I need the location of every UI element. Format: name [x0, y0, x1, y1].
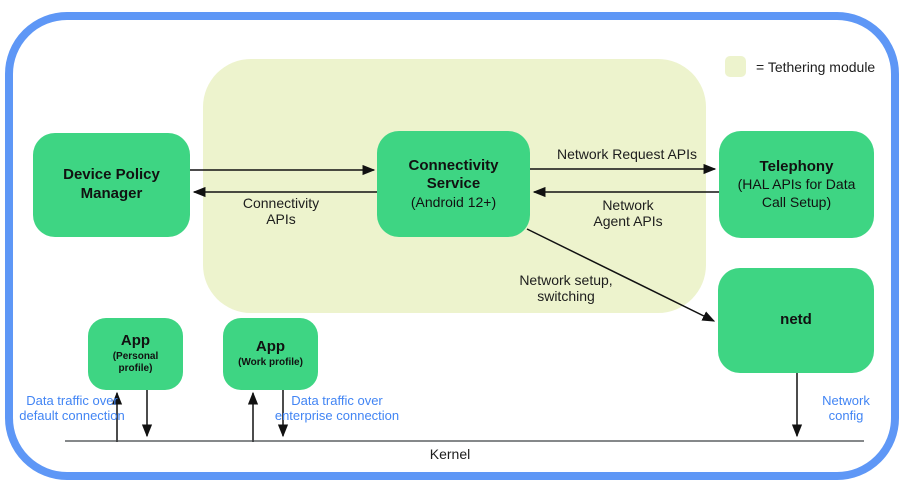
kernel-label: Kernel [429, 446, 471, 462]
arrow-connectivity-to-netd [526, 228, 716, 322]
node-title: App [120, 332, 151, 350]
node-subtitle: (Personal profile) [112, 350, 159, 375]
tethering-module-swatch-icon [725, 56, 746, 77]
app-personal-profile-node: App (Personal profile) [88, 318, 183, 390]
app-work-profile-node: App (Work profile) [223, 318, 318, 390]
diagram-frame [5, 12, 899, 480]
node-title: App [255, 338, 286, 356]
netd-node: netd [718, 268, 874, 373]
node-title: netd [780, 311, 812, 329]
node-subtitle: (HAL APIs for Data Call Setup) [737, 176, 856, 210]
node-title: Device Policy Manager [63, 166, 160, 202]
legend-label: = Tethering module [756, 58, 876, 75]
node-subtitle: (Android 12+) [410, 194, 497, 210]
device-policy-manager-node: Device Policy Manager [33, 133, 190, 237]
data-traffic-enterprise-label: Data traffic over enterprise connection [274, 393, 400, 423]
node-subtitle: (Work profile) [238, 357, 303, 369]
connectivity-apis-label: Connectivity APIs [242, 195, 320, 228]
network-setup-switching-label: Network setup, switching [519, 272, 613, 305]
connectivity-service-node: Connectivity Service (Android 12+) [377, 131, 530, 237]
network-agent-apis-label: Network Agent APIs [593, 197, 663, 230]
node-title: Connectivity Service [408, 156, 499, 193]
data-traffic-default-label: Data traffic over default connection [19, 393, 125, 423]
node-title: Telephony [759, 157, 834, 175]
network-config-label: Network config [822, 393, 870, 423]
network-request-apis-label: Network Request APIs [556, 146, 698, 162]
telephony-node: Telephony (HAL APIs for Data Call Setup) [719, 131, 874, 238]
legend: = Tethering module [725, 56, 875, 77]
